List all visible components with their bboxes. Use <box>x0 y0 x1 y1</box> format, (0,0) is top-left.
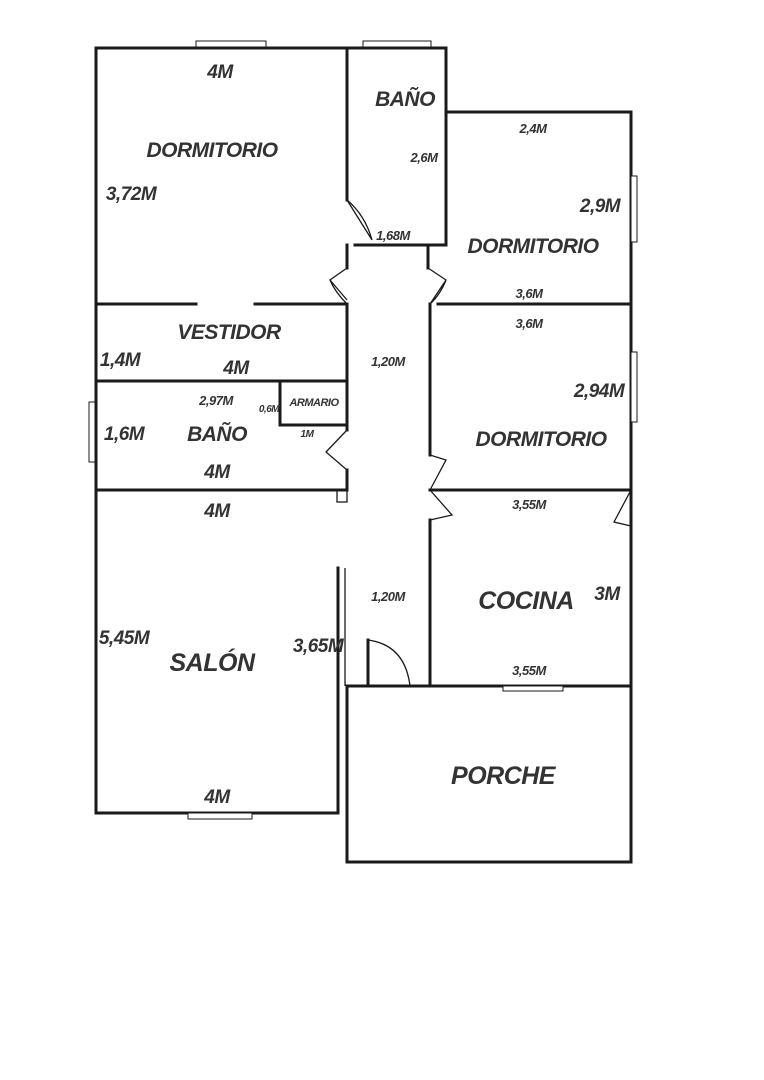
dim-dorm-ne-top: 2,4M <box>519 121 549 136</box>
room-label-porche: PORCHE <box>451 762 557 790</box>
dim-dorm-nw-width: 4M <box>206 62 234 83</box>
window-bano-top <box>362 40 432 48</box>
dim-salon-top: 4M <box>203 501 231 522</box>
dimension-labels: 4M 3,72M 2,6M 1,68M 2,4M 2,9M 3,6M 1,4M … <box>99 62 626 808</box>
dim-salon-depth-right: 3,65M <box>293 636 345 657</box>
armario-box <box>278 379 349 427</box>
door-dorm-e <box>429 454 447 491</box>
dim-dorm-e-depth: 2,94M <box>573 381 626 402</box>
dim-hall-lower: 1,20M <box>371 589 406 604</box>
dim-dorm-e-top: 3,6M <box>516 316 545 331</box>
door-dorm-nw <box>329 267 348 305</box>
duct <box>336 489 348 503</box>
dim-vestidor-depth: 1,4M <box>100 350 142 371</box>
dim-dorm-ne-depth: 2,9M <box>579 196 622 217</box>
room-label-dormitorio-ne: DORMITORIO <box>467 235 598 258</box>
dim-bano-mid-top: 2,97M <box>198 393 234 408</box>
dim-dorm-nw-depth: 3,72M <box>106 184 158 205</box>
dim-dorm-ne-bottom: 3,6M <box>516 286 545 301</box>
dim-armario-width: 1M <box>301 429 315 440</box>
room-label-dormitorio-e: DORMITORIO <box>475 428 606 451</box>
window-salon <box>187 812 253 820</box>
room-label-armario: ARMARIO <box>288 397 339 409</box>
room-label-bano-top: BAÑO <box>375 88 435 111</box>
dim-bano-top-depth: 2,6M <box>410 150 440 165</box>
dim-bano-mid-depth: 1,6M <box>104 424 146 445</box>
doors <box>325 199 632 687</box>
room-label-vestidor: VESTIDOR <box>177 321 282 344</box>
door-entry <box>367 639 411 687</box>
windows <box>88 40 638 820</box>
door-bano-top <box>346 199 373 241</box>
dim-bano-mid-bottom: 4M <box>203 462 231 483</box>
window-bano-mid <box>88 401 96 463</box>
door-cocina-east <box>613 489 632 527</box>
room-label-bano-mid: BAÑO <box>187 423 247 446</box>
room-label-dormitorio-nw: DORMITORIO <box>146 139 277 162</box>
dim-salon-depth-left: 5,45M <box>99 628 151 649</box>
window-cocina <box>502 685 564 692</box>
room-label-salon: SALÓN <box>170 648 256 677</box>
dim-salon-bottom: 4M <box>203 787 231 808</box>
room-label-cocina: COCINA <box>478 587 574 615</box>
window-dorm-nw <box>195 40 267 48</box>
dim-bano-top-width: 1,68M <box>376 228 411 243</box>
door-dorm-ne <box>427 267 447 305</box>
door-cocina <box>429 489 454 521</box>
door-bano-mid <box>325 429 348 471</box>
dim-cocina-bottom: 3,55M <box>512 663 547 678</box>
dim-vestidor-width: 4M <box>222 358 250 379</box>
dim-hall-upper: 1,20M <box>371 354 406 369</box>
dim-armario-depth: 0,6M <box>259 404 280 415</box>
window-dorm-e <box>630 351 638 423</box>
walls <box>94 46 633 864</box>
dim-cocina-top: 3,55M <box>512 497 547 512</box>
dim-cocina-depth: 3M <box>594 584 621 605</box>
room-labels: DORMITORIO BAÑO DORMITORIO VESTIDOR ARMA… <box>146 88 607 790</box>
window-dorm-ne <box>630 175 638 243</box>
